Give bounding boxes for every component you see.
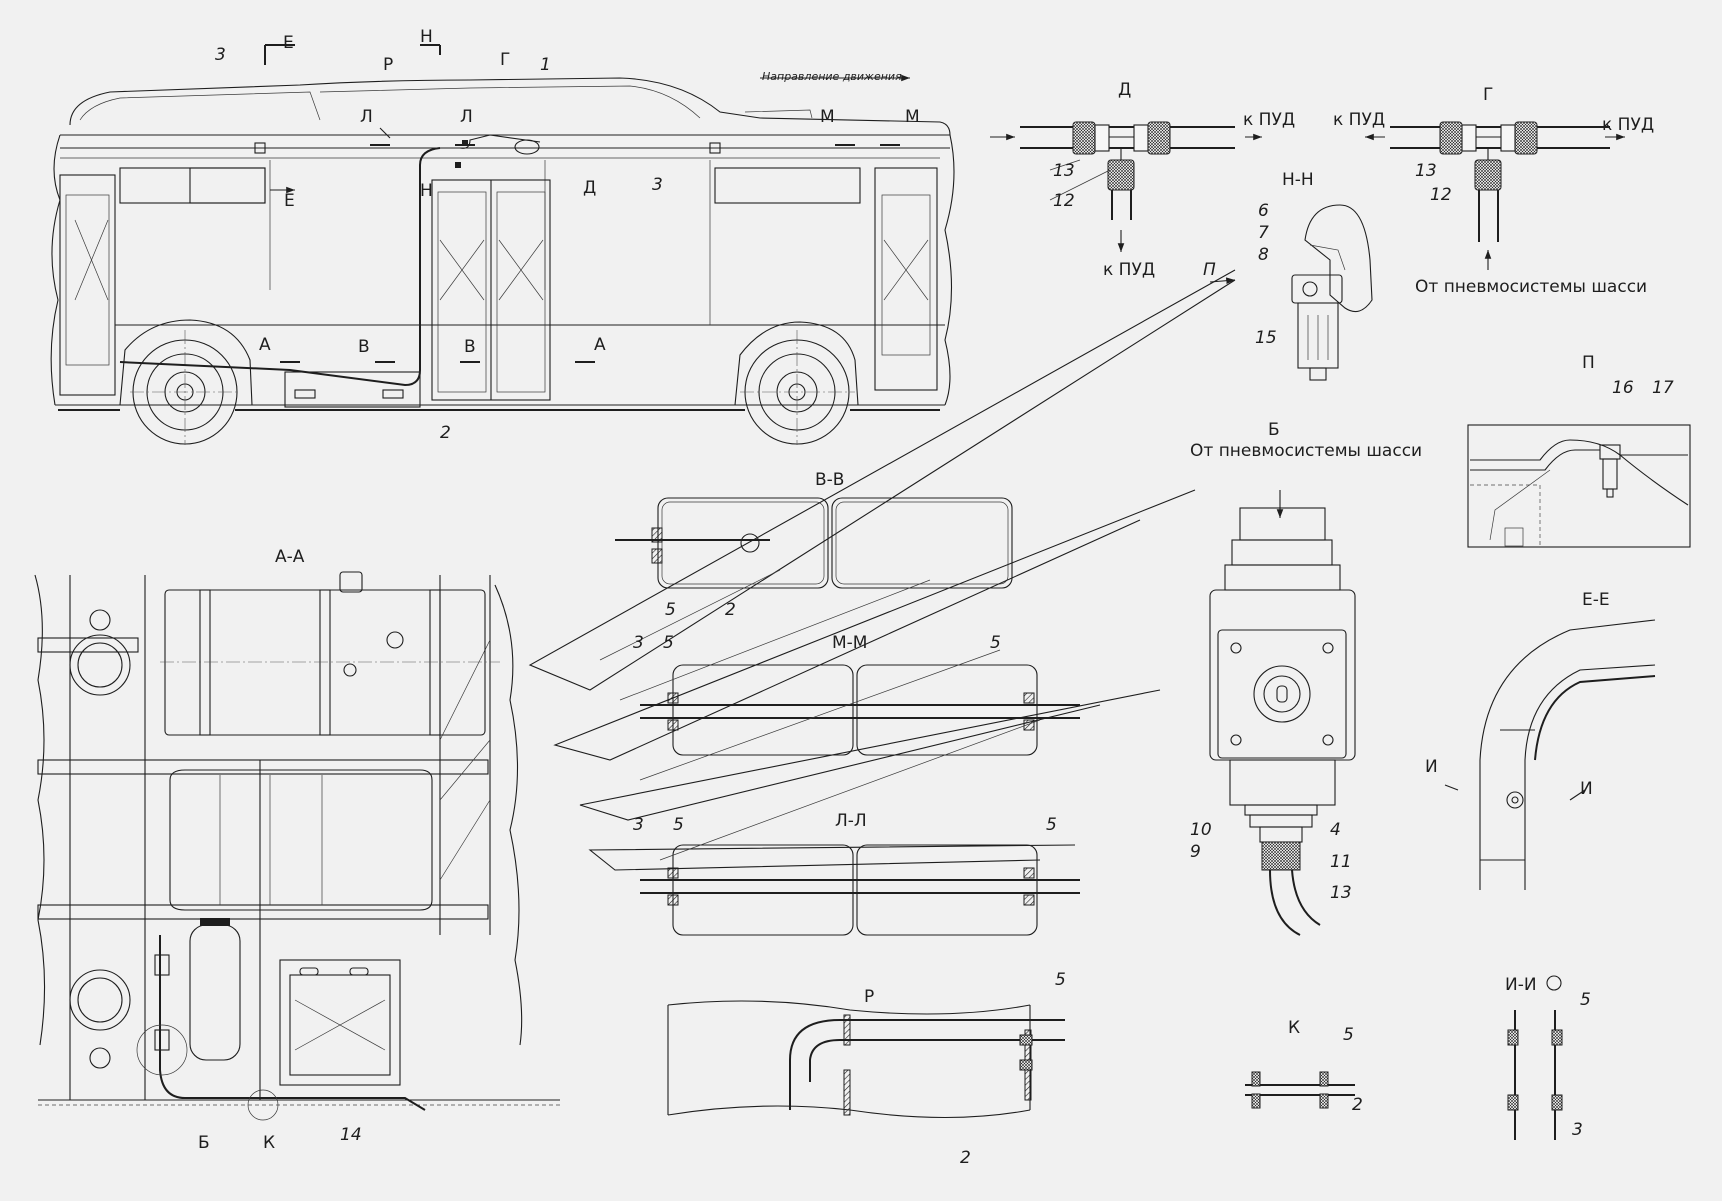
detail-k-callout-5: 5 [1343,1025,1354,1045]
section-a-a [34,571,560,1121]
detail-d-callout-13: 13 [1053,161,1075,181]
detail-e-e-title: Е-Е [1582,590,1610,610]
detail-b [1209,490,1356,936]
section-m-m-callout-5-left: 5 [663,633,674,653]
detail-n-n-callout-8: 8 [1258,245,1269,265]
detail-b-callout-4: 4 [1330,820,1341,840]
bus-side-view [50,44,955,445]
section-mark-v-1: В [358,337,370,357]
section-l-l-callout-5-left: 5 [673,815,684,835]
detail-g-to-pud-left: к ПУД [1333,110,1385,130]
detail-b-from-chassis: От пневмосистемы шасси [1190,441,1422,461]
detail-b-callout-11: 11 [1330,852,1352,872]
detail-e-e-mark-i-left: И [1425,757,1438,777]
detail-d-callout-12: 12 [1053,191,1075,211]
section-l-l-callout-5-right: 5 [1046,815,1057,835]
detail-d-title: Д [1118,80,1131,100]
section-mark-l-2: Л [460,107,473,127]
detail-k-callout-2: 2 [1352,1095,1363,1115]
detail-b-callout-13: 13 [1330,883,1352,903]
section-a-a-title: А-А [275,547,305,567]
detail-i-i-callout-5: 5 [1580,990,1591,1010]
section-m-m-callout-3: 3 [633,633,644,653]
section-mark-n-bottom: Н [420,181,433,201]
callout-1: 1 [540,55,551,75]
section-m-m-title: М-М [832,633,867,653]
detail-n-n-title: Н-Н [1282,170,1314,190]
detail-d-to-pud-right: к ПУД [1243,110,1295,130]
section-mark-a-1: А [259,335,271,355]
detail-i-i [1507,975,1563,1140]
detail-p-callout-17: 17 [1652,378,1674,398]
section-mark-e-top: Е [283,33,294,53]
detail-r-title: Р [864,987,874,1007]
detail-g-to-pud-right: к ПУД [1602,115,1654,135]
section-mark-v-2: В [464,337,476,357]
detail-mark-d: Д [583,178,596,198]
detail-r-callout-2: 2 [960,1148,971,1168]
detail-d [990,121,1262,252]
direction-label: Направление движения [762,70,902,83]
labels: Е Н Р Г 1 3 Направление движения Л Л М М… [198,27,1674,1168]
section-mark-g: Г [500,50,510,70]
section-m-m-callout-5-right: 5 [990,633,1001,653]
section-mark-n-top: Н [420,27,433,47]
section-a-a-mark-b: Б [198,1133,210,1153]
section-mark-p: Р [383,55,393,75]
detail-p-title: П [1582,353,1595,373]
section-mark-m-2: М [905,107,920,127]
detail-d-to-pud-bottom: к ПУД [1103,260,1155,280]
callout-3-a: 3 [215,45,226,65]
section-v-v-callout-5: 5 [665,600,676,620]
detail-k-title: К [1288,1018,1300,1038]
detail-i-i-callout-3: 3 [1572,1120,1583,1140]
detail-n-n-view-p: П [1203,260,1216,280]
detail-n-n-callout-15: 15 [1255,328,1277,348]
section-l-l-callout-3: 3 [633,815,644,835]
detail-r-callout-5: 5 [1055,970,1066,990]
callout-2-bus: 2 [440,423,451,443]
detail-g-callout-13: 13 [1415,161,1437,181]
section-mark-m-1: М [820,107,835,127]
sections-center [528,269,1236,936]
detail-p [1467,424,1691,548]
section-l-l-title: Л-Л [835,811,867,831]
detail-b-callout-10: 10 [1190,820,1212,840]
section-v-v-title: В-В [815,470,844,490]
detail-g [1365,121,1625,270]
detail-g-callout-12: 12 [1430,185,1452,205]
detail-b-callout-9: 9 [1190,842,1201,862]
section-mark-e-side: Е [284,191,295,211]
detail-n-n [1209,204,1373,381]
section-a-a-mark-k: К [263,1133,275,1153]
section-a-a-callout-14: 14 [340,1125,362,1145]
section-mark-l-1: Л [360,107,373,127]
detail-g-title: Г [1483,85,1493,105]
section-mark-a-2: А [594,335,606,355]
callout-3-b: 3 [652,175,663,195]
detail-n-n-callout-6: 6 [1258,201,1269,221]
detail-k [1245,1071,1355,1109]
detail-i-i-title: И-И [1505,975,1537,995]
detail-e-e [1444,619,1656,890]
detail-e-e-mark-i-right: И [1580,779,1593,799]
detail-p-callout-16: 16 [1612,378,1634,398]
section-v-v-callout-2: 2 [725,600,736,620]
detail-g-from-chassis: От пневмосистемы шасси [1415,277,1647,297]
detail-b-title: Б [1268,420,1280,440]
detail-n-n-callout-7: 7 [1258,223,1269,243]
detail-r [667,1000,1065,1119]
